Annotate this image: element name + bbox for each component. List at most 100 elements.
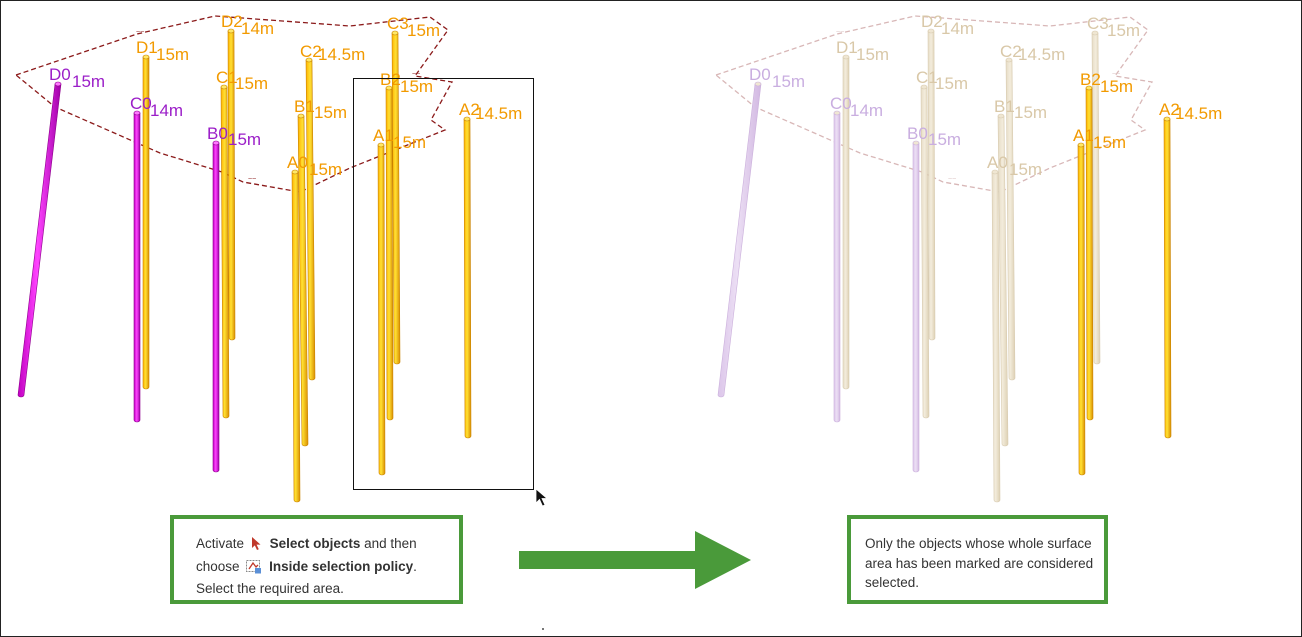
borehole-shaft	[227, 30, 236, 341]
borehole-top-cap	[54, 81, 62, 87]
borehole-top-cap	[463, 116, 471, 122]
borehole-shaft	[920, 86, 930, 419]
borehole-shaft	[717, 83, 762, 398]
borehole-depth-label: 14m	[941, 19, 974, 38]
borehole-depth-label: 15m	[393, 133, 426, 152]
mouse-cursor-icon	[535, 488, 549, 507]
stray-dot	[542, 628, 544, 630]
site-outline	[14, 15, 454, 193]
borehole-top-cap	[220, 84, 228, 90]
borehole-label: C3	[387, 14, 409, 33]
borehole-depth-label: 15m	[928, 130, 961, 149]
borehole-depth-label: 15m	[314, 103, 347, 122]
borehole-top-cap	[991, 169, 999, 175]
borehole-shaft	[842, 56, 850, 390]
borehole-top-cap	[920, 84, 928, 90]
borehole-depth-label: 15m	[1107, 21, 1140, 40]
borehole-depth-label: 15m	[1100, 77, 1133, 96]
borehole-depth-label: 15m	[935, 74, 968, 93]
borehole-shaft	[1091, 32, 1101, 365]
borehole-top-cap	[1077, 142, 1085, 148]
borehole-label: A1	[373, 126, 394, 145]
outline-marker: ~~	[136, 29, 144, 36]
borehole-top-cap	[912, 140, 920, 146]
note-text-2: and then choose	[196, 536, 417, 574]
borehole-top-cap	[377, 142, 385, 148]
site-outline	[714, 15, 1154, 193]
borehole-label: B1	[994, 97, 1015, 116]
borehole-depth-label: 14m	[241, 19, 274, 38]
borehole-shaft	[1163, 118, 1172, 439]
borehole-label: D1	[136, 38, 158, 57]
borehole-depth-label: 15m	[72, 72, 105, 91]
outline-marker: ~~	[1112, 71, 1120, 78]
borehole-shaft	[17, 83, 62, 398]
borehole-shaft	[377, 144, 386, 476]
borehole-depth-label: 14.5m	[318, 45, 365, 64]
borehole-depth-label: 14m	[850, 101, 883, 120]
borehole-label: C2	[1000, 42, 1022, 61]
select-objects-label: Select objects	[269, 536, 361, 551]
borehole-B2[interactable]: B2 15m	[380, 70, 433, 421]
borehole-label: B1	[294, 97, 315, 116]
borehole-shaft	[291, 171, 301, 503]
borehole-top-cap	[927, 28, 935, 34]
borehole-depth-label: 15m	[235, 74, 268, 93]
borehole-C3[interactable]: C3 15m	[387, 14, 440, 365]
borehole-top-cap	[297, 113, 305, 119]
borehole-depth-label: 14.5m	[1018, 45, 1065, 64]
borehole-shaft	[997, 115, 1009, 447]
borehole-top-cap	[1163, 116, 1171, 122]
borehole-label: D1	[836, 38, 858, 57]
borehole-depth-label: 15m	[856, 45, 889, 64]
borehole-label: C0	[830, 94, 852, 113]
outline-marker: ~~	[248, 176, 256, 183]
borehole-depth-label: 15m	[772, 72, 805, 91]
borehole-top-cap	[291, 169, 299, 175]
borehole-label: C0	[130, 94, 152, 113]
borehole-top-cap	[1005, 57, 1013, 63]
borehole-label: B2	[380, 70, 401, 89]
instruction-note: Activate Select objects and then choose …	[170, 515, 463, 604]
borehole-shaft	[305, 59, 316, 381]
borehole-label: D0	[749, 65, 771, 84]
borehole-shaft	[385, 87, 394, 421]
borehole-label: C1	[916, 68, 938, 87]
borehole-depth-label: 14m	[150, 101, 183, 120]
borehole-label: B2	[1080, 70, 1101, 89]
borehole-top-cap	[212, 140, 220, 146]
borehole-shaft	[912, 142, 920, 473]
borehole-label: D2	[921, 12, 943, 31]
borehole-label: D0	[49, 65, 71, 84]
borehole-top-cap	[1091, 30, 1099, 36]
outline-marker: ~~	[948, 176, 956, 183]
borehole-label: A2	[1159, 100, 1180, 119]
